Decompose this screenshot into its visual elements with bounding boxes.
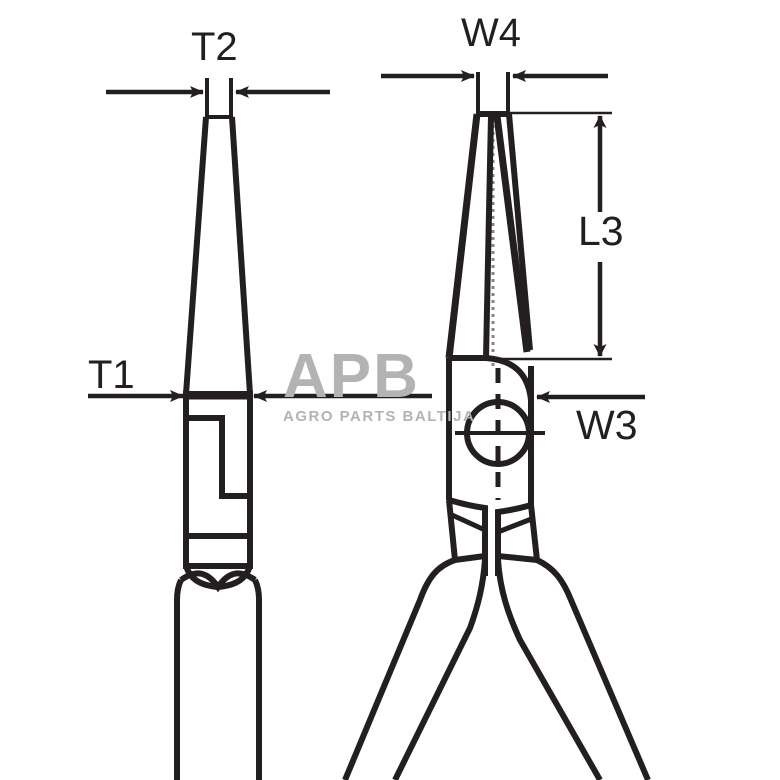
front-view-joint-left xyxy=(448,497,488,576)
dimension-label-w3: W3 xyxy=(576,402,638,448)
dimension-lines-group xyxy=(88,70,645,403)
front-view-handle-right-outer xyxy=(535,557,651,780)
side-view-tip-slot xyxy=(205,78,233,119)
dimension-label-t1: T1 xyxy=(88,353,135,397)
front-view-left-jaw-outer xyxy=(445,113,481,359)
front-view-joint-right xyxy=(495,502,532,576)
dimension-label-w4: W4 xyxy=(461,11,521,55)
side-view-joint-step-detail xyxy=(188,415,250,499)
front-view-handle-right-inner xyxy=(495,559,603,780)
dimension-label-l3: L3 xyxy=(578,208,624,254)
front-view-right-jaw-outer xyxy=(506,113,533,351)
side-view-pliers xyxy=(174,78,262,780)
front-view-handle-left-inner xyxy=(392,559,488,780)
centre-line-group xyxy=(491,118,501,500)
dimension-label-t2: T2 xyxy=(191,25,238,69)
watermark-logo-text: APB xyxy=(283,342,420,411)
front-view-joint-brace-left xyxy=(450,512,487,533)
front-view-tip-slot xyxy=(476,72,510,112)
front-view-joint-brace-right xyxy=(497,515,535,535)
front-view-left-jaw-inner xyxy=(483,115,494,359)
side-view-handle xyxy=(174,578,262,780)
front-view-right-jaw-inner xyxy=(493,115,531,353)
side-view-jaw-taper xyxy=(183,116,253,395)
front-view-handle-left-outer xyxy=(342,557,457,780)
watermark-tagline: AGRO PARTS BALTIJA xyxy=(283,408,476,425)
side-view-handle-top-curve xyxy=(179,570,257,593)
